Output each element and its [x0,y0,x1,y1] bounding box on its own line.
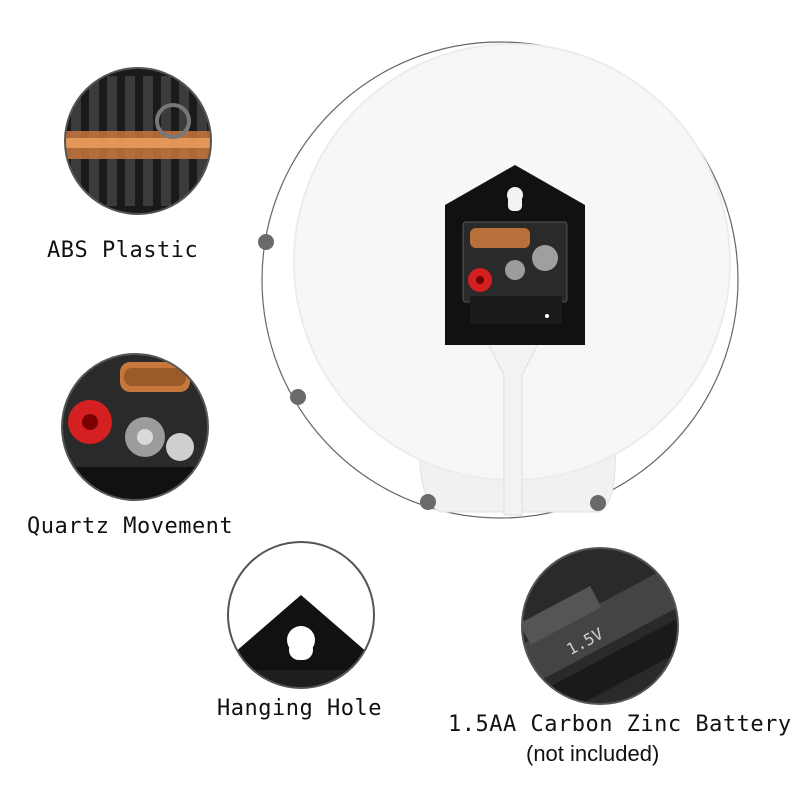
feature-label-abs-plastic: ABS Plastic [47,238,199,263]
orbit-line [261,41,739,519]
housing-keyhole-icon [507,187,523,211]
feature-note-battery: (not included) [526,741,660,766]
orbit-dot [290,389,306,405]
quartz-movement-image [61,353,209,501]
hanging-hole-image [227,541,375,689]
battery-slot-image: 1.5V [521,547,679,705]
abs-plastic-image [64,67,212,215]
orbit-dot [258,234,274,250]
orbit-dot [420,494,436,510]
keyhole-icon [287,626,315,660]
feature-label-hanging-hole: Hanging Hole [217,696,382,721]
feature-label-quartz-movement: Quartz Movement [27,514,234,539]
orbit-dot [590,495,606,511]
feature-label-battery: 1.5AA Carbon Zinc Battery [448,712,792,737]
